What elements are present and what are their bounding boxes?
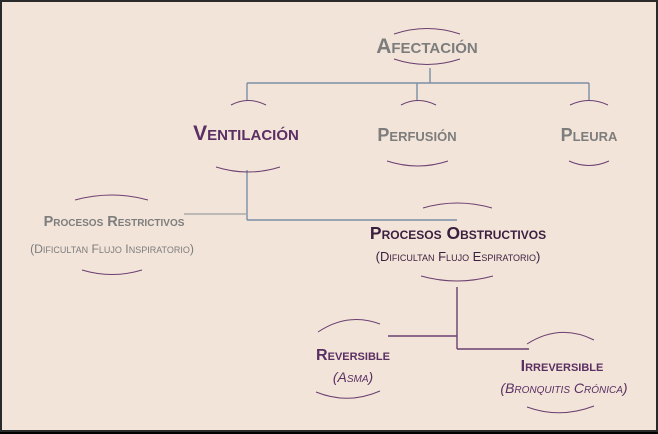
node-pleura: Pleura bbox=[545, 125, 633, 146]
node-reversible: Reversible bbox=[298, 347, 408, 365]
node-obstructivos-label: Procesos Obstructivos bbox=[369, 223, 547, 243]
node-restrictivos-label: Procesos Restrictivos bbox=[43, 214, 185, 230]
irreversible-arc-top bbox=[526, 331, 595, 345]
perfusion-arc-bottom bbox=[386, 160, 449, 167]
node-irreversible-example: (Bronquitis Crónica) bbox=[476, 380, 652, 396]
irreversible-example-text: Bronquitis Crónica bbox=[505, 380, 623, 396]
restrictivos-arc-bottom bbox=[81, 269, 143, 275]
obstructivos-arc-bottom bbox=[420, 275, 494, 282]
node-afectacion-label: Afectación bbox=[376, 35, 478, 58]
node-perfusion: Perfusión bbox=[362, 125, 472, 146]
reversible-example-text: Asma bbox=[337, 369, 369, 385]
node-perfusion-label: Perfusión bbox=[377, 125, 457, 145]
restrictivos-note-text: (Dificultan Flujo Inspiratorio) bbox=[30, 242, 194, 256]
node-irreversible-label: Irreversible bbox=[520, 358, 604, 375]
irreversible-arc-bottom bbox=[526, 405, 595, 414]
pleura-arc-top bbox=[569, 100, 609, 106]
node-ventilacion: Ventilación bbox=[172, 122, 320, 146]
reversible-arc-bottom bbox=[315, 390, 381, 399]
root-arc-top bbox=[393, 28, 461, 35]
node-afectacion: Afectación bbox=[357, 35, 497, 59]
node-obstructivos: Procesos Obstructivos bbox=[337, 223, 579, 244]
ventilacion-arc-top bbox=[230, 100, 267, 106]
root-arc-bottom bbox=[393, 58, 461, 65]
reversible-open-paren: ( bbox=[332, 369, 338, 385]
root-connectors bbox=[246, 68, 590, 221]
irreversible-close-paren: ) bbox=[622, 380, 628, 396]
node-restrictivos-note: (Dificultan Flujo Inspiratorio) bbox=[10, 242, 214, 256]
obstructivos-note-text: (Dificultan Flujo Espiratorio) bbox=[375, 249, 541, 264]
node-pleura-label: Pleura bbox=[560, 125, 618, 145]
perfusion-arc-top bbox=[400, 100, 437, 106]
node-ventilacion-label: Ventilación bbox=[193, 122, 299, 145]
restrictivos-arc-top bbox=[74, 194, 149, 201]
node-irreversible: Irreversible bbox=[500, 358, 624, 376]
obstructivos-connectors bbox=[388, 287, 529, 350]
node-reversible-example: (Asma) bbox=[302, 369, 404, 385]
node-reversible-label: Reversible bbox=[316, 347, 390, 364]
irreversible-open-paren: ( bbox=[500, 380, 506, 396]
node-obstructivos-note: (Dificultan Flujo Espiratorio) bbox=[347, 249, 569, 264]
node-restrictivos: Procesos Restrictivos bbox=[16, 214, 212, 230]
reversible-close-paren: ) bbox=[368, 369, 374, 385]
reversible-arc-top bbox=[317, 319, 381, 333]
obstructivos-arc-top bbox=[422, 202, 493, 209]
pleura-arc-bottom bbox=[568, 160, 610, 166]
ventilacion-arc-bottom bbox=[215, 166, 281, 173]
